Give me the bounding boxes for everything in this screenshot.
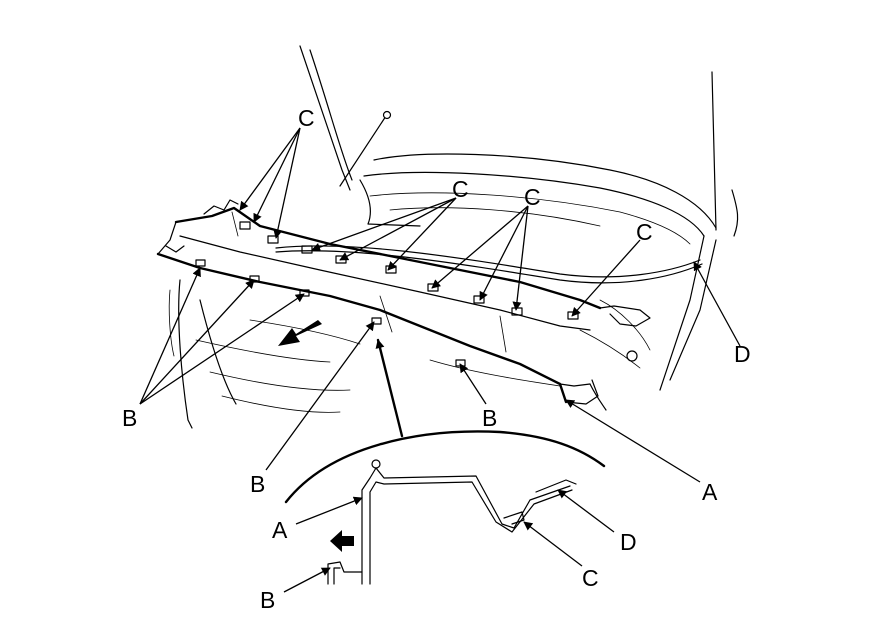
cowl-cover-panel — [156, 199, 651, 405]
leader-lines — [139, 127, 741, 593]
callout-d-main: D — [734, 341, 751, 367]
callout-d-detail: D — [620, 529, 637, 555]
callout-labels: C C C C D A B B B A B C D — [122, 105, 751, 613]
detail-view — [284, 338, 606, 585]
callout-b-detail: B — [260, 587, 275, 613]
callout-a-detail: A — [272, 517, 288, 543]
callout-c-right: C — [636, 219, 653, 245]
callout-c-mid-left: C — [452, 176, 469, 202]
callout-a-main: A — [702, 479, 718, 505]
hood-weatherstrip — [275, 245, 703, 284]
callout-b-center: B — [250, 471, 265, 497]
callout-c-mid-right: C — [524, 184, 541, 210]
vehicle-body-outline — [168, 45, 739, 429]
removal-direction-arrow — [278, 320, 322, 346]
callout-b-left: B — [122, 405, 137, 431]
callout-b-right: B — [482, 405, 497, 431]
callout-c-top-left: C — [298, 105, 315, 131]
callout-c-detail: C — [582, 565, 599, 591]
